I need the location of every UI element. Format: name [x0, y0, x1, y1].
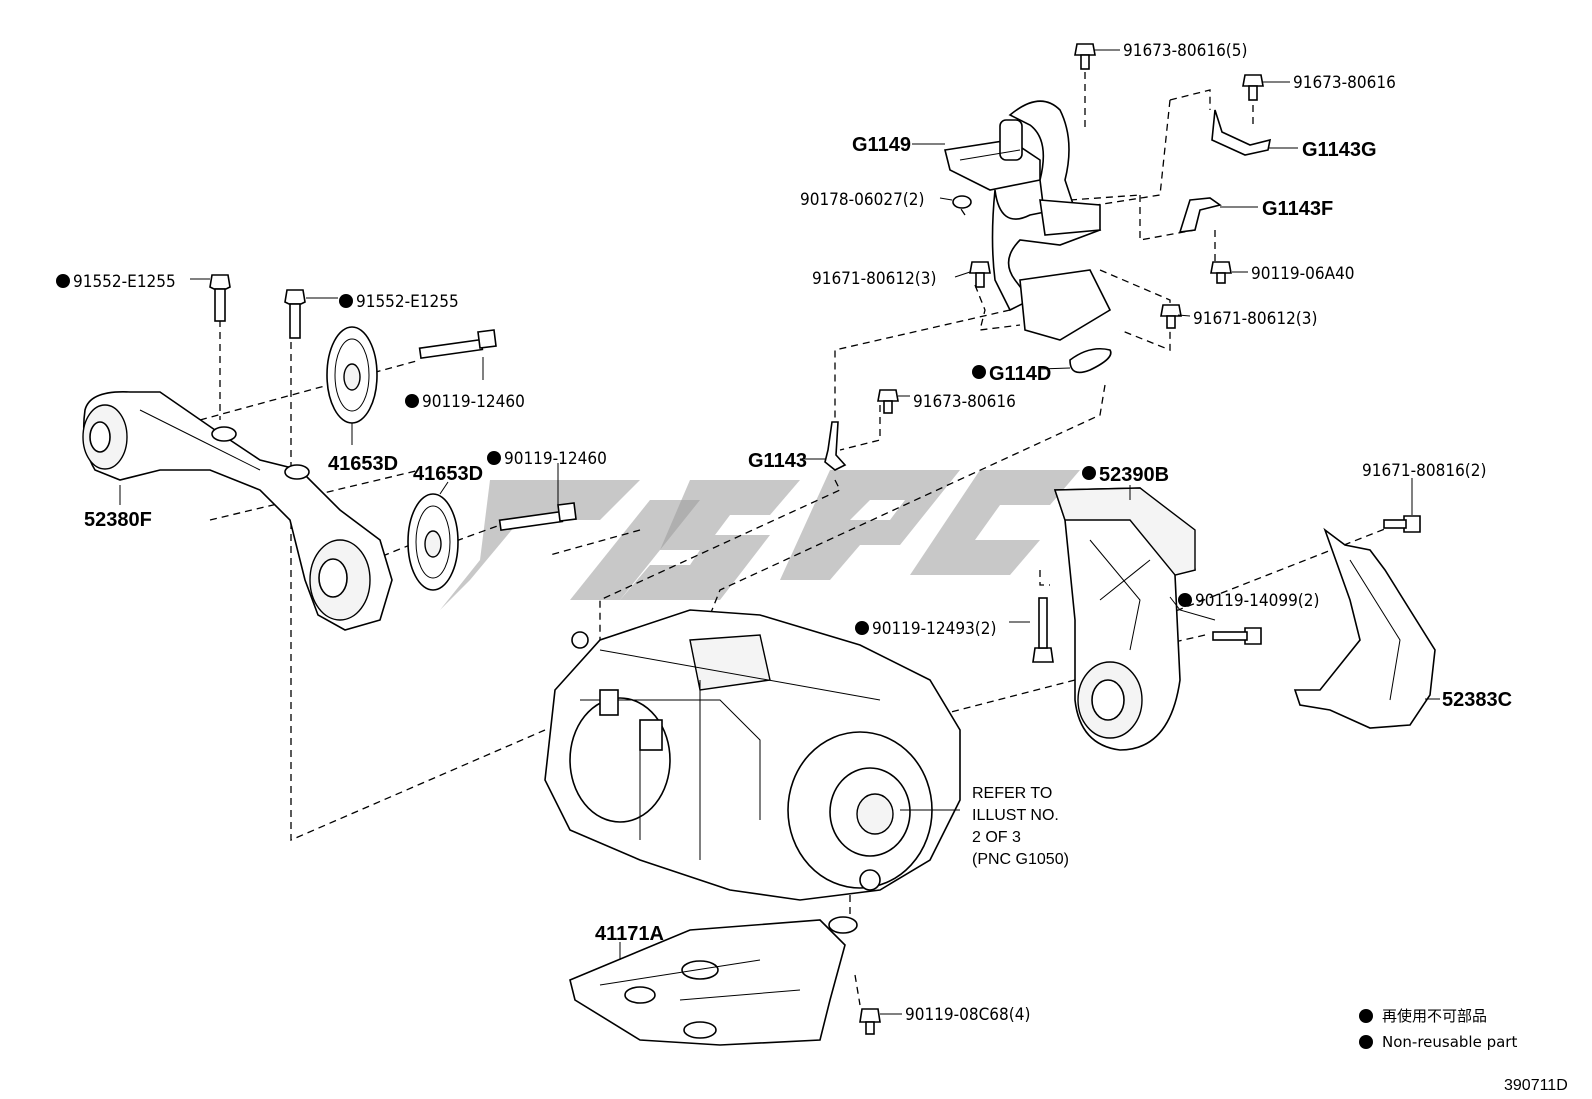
callout-90119-12460-upper: 90119-12460	[422, 392, 525, 412]
callout-41653d-lower: 41653D	[413, 463, 483, 485]
small-fasteners	[859, 43, 1421, 1035]
refer-note: REFER TO ILLUST NO. 2 OF 3 (PNC G1050)	[972, 785, 1069, 868]
part-g1143f-bracket	[1178, 197, 1222, 233]
refer-note-line1: REFER TO	[972, 785, 1052, 802]
part-41653d-cushion-upper	[326, 326, 378, 424]
leaders	[119, 49, 1440, 1015]
legend-text-en: Non-reusable part	[1382, 1033, 1517, 1051]
callout-90119-14099: 90119-14099(2)	[1195, 591, 1319, 611]
callout-labels: 91673-80616(5) 91673-80616 G1143G G1149 …	[56, 41, 1512, 1025]
callout-52380f: 52380F	[84, 509, 152, 531]
callout-g1143g: G1143G	[1302, 139, 1377, 161]
part-g1143-bracket	[824, 421, 847, 471]
part-g1143g-bracket	[1211, 109, 1272, 156]
callout-91552-e1255-left: 91552-E1255	[73, 272, 176, 292]
callout-90119-06a40: 90119-06A40	[1251, 264, 1355, 284]
callout-g114d: G114D	[989, 363, 1051, 385]
refer-note-line3: 2 OF 3	[972, 829, 1021, 846]
bolt-90119-12460-lower	[498, 502, 577, 532]
part-41171a-under-cover	[569, 916, 858, 1046]
callout-g1143f: G1143F	[1262, 198, 1333, 220]
callout-41653d-upper: 41653D	[328, 453, 398, 475]
part-g114d-seal	[1069, 347, 1112, 374]
callout-91671-80816: 91671-80816(2)	[1362, 461, 1486, 481]
legend: 再使用不可部品 Non-reusable part	[1359, 1007, 1517, 1051]
part-drive-unit-assembly	[544, 609, 961, 901]
part-g1149-wire-harness	[944, 100, 1112, 341]
refer-note-line2: ILLUST NO.	[972, 807, 1059, 824]
part-52380f-mount-bracket	[82, 391, 393, 631]
watermark-logo	[440, 470, 1080, 610]
callout-g1149: G1149	[852, 134, 911, 156]
callout-52390b: 52390B	[1099, 464, 1169, 486]
diagram-id: 390711D	[1504, 1077, 1568, 1094]
refer-note-line4: (PNC G1050)	[972, 851, 1069, 868]
callout-90119-12460-lower: 90119-12460	[504, 449, 607, 469]
legend-dot-en	[1359, 1035, 1373, 1049]
callout-41171a: 41171A	[595, 923, 664, 945]
callout-91671-80612-right: 91671-80612(3)	[1193, 309, 1317, 329]
callout-52383c: 52383C	[1442, 689, 1512, 711]
callout-g1143: G1143	[748, 450, 807, 472]
callout-91671-80612-left: 91671-80612(3)	[812, 269, 936, 289]
part-52383c-heat-shield	[1293, 527, 1436, 729]
callout-91552-e1255-right: 91552-E1255	[356, 292, 459, 312]
part-41653d-cushion-lower	[407, 493, 459, 591]
callout-90119-12493: 90119-12493(2)	[872, 619, 996, 639]
part-52390b-mount-bracket	[1053, 487, 1196, 751]
bolt-91552-left	[209, 274, 231, 322]
callout-91673-80616-b: 91673-80616	[913, 392, 1016, 412]
legend-text-jp: 再使用不可部品	[1382, 1007, 1487, 1025]
bolt-90119-12460-upper	[418, 329, 497, 360]
callout-90119-08c68: 90119-08C68(4)	[905, 1005, 1030, 1025]
bolt-91552-right	[284, 289, 306, 339]
callout-90178-06027: 90178-06027(2)	[800, 190, 924, 210]
callout-91673-80616-a: 91673-80616	[1293, 73, 1396, 93]
legend-dot-jp	[1359, 1009, 1373, 1023]
callout-91673-80616-5: 91673-80616(5)	[1123, 41, 1247, 61]
